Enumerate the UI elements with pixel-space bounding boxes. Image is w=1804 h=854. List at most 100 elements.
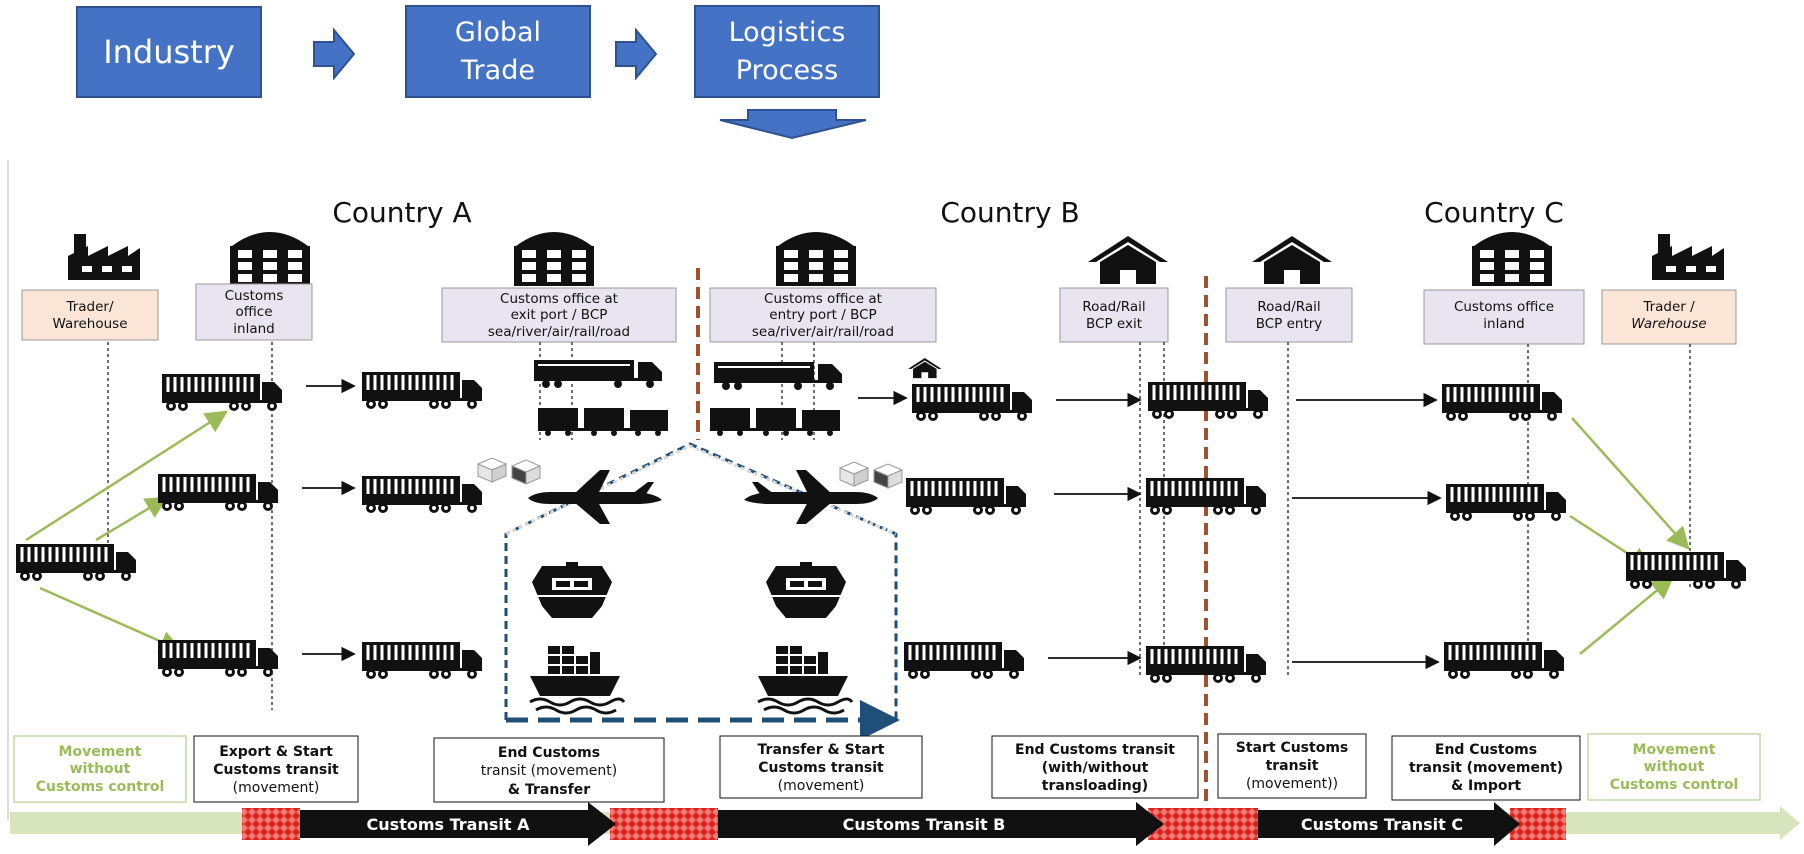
svg-text:Customs control: Customs control [1610,777,1739,793]
house-icon [1088,236,1168,284]
factory-icon [68,234,140,280]
stage-end-transloading: End Customs transit (with/without transl… [991,735,1199,799]
truck-icon [160,372,284,413]
svg-text:BCP exit: BCP exit [1086,316,1142,332]
office-trader-c: Trader / Warehouse [1601,289,1737,345]
svg-text:Warehouse: Warehouse [52,316,127,332]
svg-text:inland: inland [233,321,274,337]
country-b-title: Country B [940,196,1079,229]
office-entry-port: Customs office at entry port / BCP sea/r… [709,287,937,343]
boxes-icon [477,457,541,485]
factory-icon [1652,234,1724,280]
border-crossing-marker [610,808,718,840]
office-building-icon [776,232,856,286]
svg-text:& Import: & Import [1451,778,1521,794]
truck-icon [360,474,484,515]
office-trader-a: Trader/ Warehouse [21,289,159,341]
industry-box: Industry [76,6,262,98]
ferry-icon [531,561,613,619]
truck-icon [14,542,138,583]
svg-text:sea/river/air/rail/road: sea/river/air/rail/road [488,324,630,340]
svg-text:Customs Transit C: Customs Transit C [1301,815,1463,834]
stage-end-import: End Customs transit (movement) & Import [1391,735,1581,801]
office-exit-port: Customs office at exit port / BCP sea/ri… [441,287,677,343]
svg-text:Road/Rail: Road/Rail [1257,299,1320,315]
boxes-icon [839,461,903,489]
office-bcp-entry: Road/Rail BCP entry [1225,287,1353,343]
svg-text:transit (movement): transit (movement) [481,763,617,779]
stage-transfer-start: Transfer & Start Customs transit (moveme… [719,735,923,799]
customs-transit-a-bar: Customs Transit A [300,802,616,846]
svg-text:BCP entry: BCP entry [1256,316,1323,332]
border-crossing-marker [242,808,300,840]
truck-icon [910,382,1034,423]
train-icon [538,408,668,436]
truck-icon [360,370,484,411]
svg-text:Trader /: Trader / [1642,299,1695,315]
svg-text:& Transfer: & Transfer [508,782,590,798]
office-customs-inland-c: Customs office inland [1423,289,1585,345]
svg-text:sea/river/air/rail/road: sea/river/air/rail/road [752,324,894,340]
office-bcp-exit: Road/Rail BCP exit [1059,287,1169,343]
svg-text:(movement): (movement) [233,780,320,796]
truck-icon [714,362,842,390]
svg-text:Customs office: Customs office [1454,299,1554,315]
svg-text:Transfer & Start: Transfer & Start [758,742,885,758]
svg-text:without: without [1644,759,1705,775]
ship-icon [528,644,626,715]
svg-text:(with/without: (with/without [1042,760,1149,776]
truck-icon [1442,640,1566,681]
truck-icon [534,360,662,388]
truck-icon [156,638,280,679]
svg-text:Export & Start: Export & Start [219,744,333,760]
customs-transit-b-bar: Customs Transit B [718,802,1164,846]
country-c-title: Country C [1424,196,1564,229]
truck-icon [156,472,280,513]
truck-icon [902,640,1026,681]
svg-text:transloading): transloading) [1042,778,1148,794]
svg-text:inland: inland [1483,316,1524,332]
svg-text:exit port / BCP: exit port / BCP [511,307,608,323]
truck-icon [904,476,1028,517]
office-building-icon [514,232,594,286]
border-crossing-marker [1148,808,1258,840]
svg-text:without: without [70,761,131,777]
house-icon [908,358,942,379]
airplane-icon [528,470,662,524]
svg-text:Warehouse: Warehouse [1631,316,1706,332]
svg-text:End Customs transit: End Customs transit [1015,742,1175,758]
customs-transit-c-bar: Customs Transit C [1258,802,1520,846]
truck-icon [1440,382,1564,423]
stage-export-start: Export & Start Customs transit (movement… [193,735,359,803]
stage-start-c: Start Customs transit (movement)) [1217,733,1367,799]
svg-text:entry port / BCP: entry port / BCP [769,307,876,323]
ferry-icon [765,561,847,619]
svg-text:Movement: Movement [59,744,142,760]
house-icon [1252,236,1332,284]
svg-text:Road/Rail: Road/Rail [1082,299,1145,315]
svg-text:Customs office at: Customs office at [764,291,882,307]
svg-text:(movement)): (movement)) [1246,776,1338,792]
svg-text:office: office [235,304,272,320]
svg-text:transit: transit [1266,758,1319,774]
office-building-icon [230,232,310,286]
country-a-title: Country A [332,196,471,229]
flow-arrow-1-icon [313,28,356,80]
ship-icon [756,644,854,715]
logistics-process-box: Logistics Process [694,5,880,98]
svg-text:Start Customs: Start Customs [1236,740,1349,756]
truck-icon [1444,482,1568,523]
svg-text:Customs transit: Customs transit [213,762,339,778]
svg-text:transit (movement): transit (movement) [1409,760,1563,776]
svg-text:Trader/: Trader/ [65,299,114,315]
svg-text:End Customs: End Customs [1435,742,1537,758]
stage-end-transfer: End Customs transit (movement) & Transfe… [433,737,665,803]
svg-text:Customs Transit B: Customs Transit B [843,815,1006,834]
svg-text:Customs control: Customs control [36,779,165,795]
truck-icon [360,640,484,681]
train-icon [710,408,840,436]
svg-text:End Customs: End Customs [498,745,600,761]
office-building-icon [1472,232,1552,286]
stage-movement-right: Movement without Customs control [1587,733,1761,801]
svg-text:Customs transit: Customs transit [758,760,884,776]
